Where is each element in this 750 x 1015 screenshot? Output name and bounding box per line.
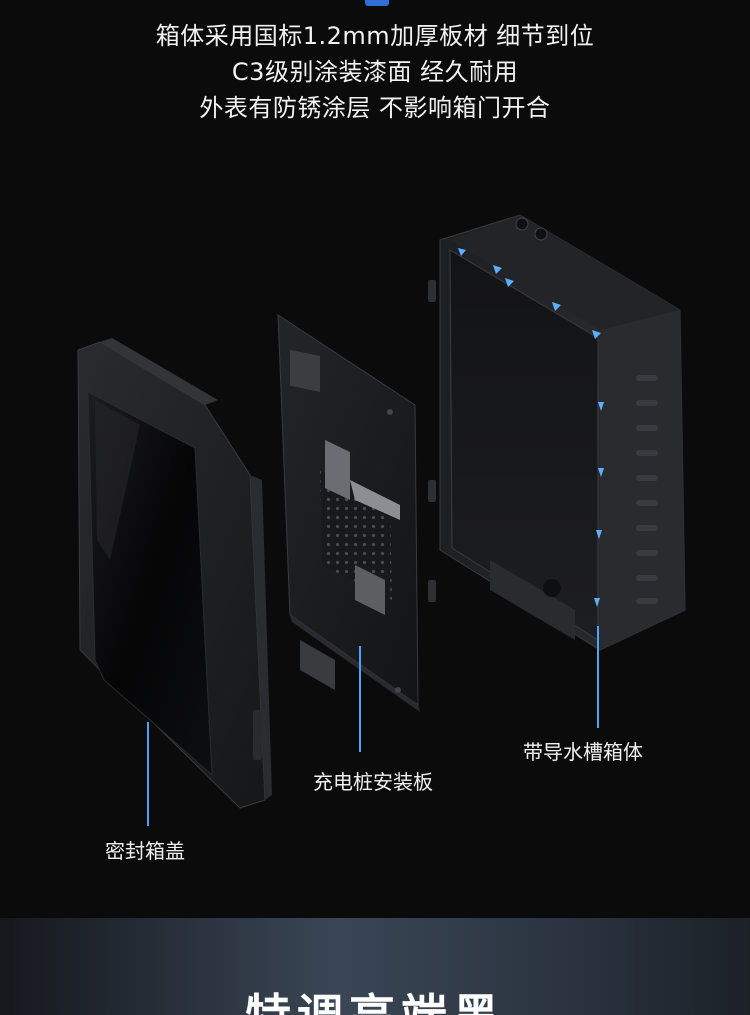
box-hinge-bottom bbox=[428, 580, 436, 602]
box-floor-bracket bbox=[490, 560, 575, 640]
box-hinge-middle bbox=[428, 480, 436, 502]
exploded-product-illustration bbox=[77, 214, 686, 826]
headline-line-3: 外表有防锈涂层 不影响箱门开合 bbox=[199, 94, 551, 122]
plate-connector bbox=[300, 640, 335, 690]
next-section-title: 特调高端黑 bbox=[0, 980, 750, 1015]
drainage-flow-arrows bbox=[458, 248, 604, 607]
side-vent-slots bbox=[636, 375, 658, 604]
section-top-tab bbox=[365, 0, 389, 6]
bracket-shelf bbox=[350, 480, 400, 520]
mounting-plate bbox=[277, 314, 420, 712]
sealed-lid bbox=[77, 338, 272, 809]
headline-line-2: C3级别涂装漆面 经久耐用 bbox=[231, 58, 519, 86]
label-mounting-plate: 充电桩安装板 bbox=[313, 770, 433, 794]
cable-entry-hole bbox=[543, 579, 561, 597]
label-sealed-lid: 密封箱盖 bbox=[105, 839, 185, 863]
bracket-lower bbox=[355, 565, 385, 615]
bracket-upper bbox=[325, 440, 350, 500]
box-hinge-top bbox=[428, 280, 436, 302]
headline-line-1: 箱体采用国标1.2mm加厚板材 细节到位 bbox=[155, 22, 595, 50]
next-section-banner: 特调高端黑 bbox=[0, 918, 750, 1015]
terminal-block bbox=[290, 349, 320, 393]
label-drainage-box: 带导水槽箱体 bbox=[523, 740, 643, 764]
lid-hinge bbox=[253, 710, 262, 760]
drainage-box-body bbox=[428, 214, 686, 651]
headline-block: 箱体采用国标1.2mm加厚板材 细节到位 C3级别涂装漆面 经久耐用 外表有防锈… bbox=[0, 18, 750, 126]
